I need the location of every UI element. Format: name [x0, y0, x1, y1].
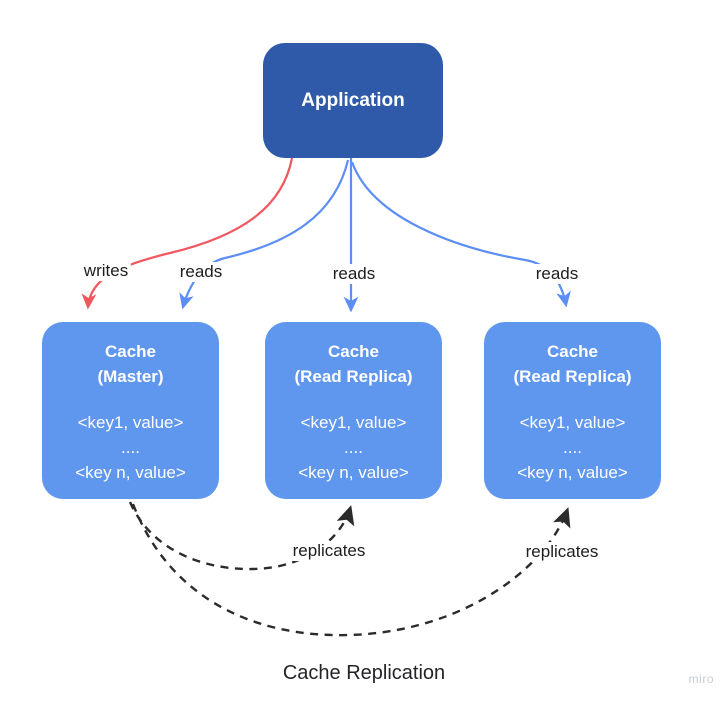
cache-entries: <key1, value> .... <key n, value> — [265, 410, 442, 485]
replicates-edge-2 — [131, 503, 571, 637]
edge-label-replicates-1: replicates — [289, 541, 369, 561]
cache-subtitle-line: (Master) — [97, 367, 164, 386]
writes-edge — [81, 157, 294, 310]
cache-subtitle-line: (Read Replica) — [294, 367, 413, 386]
cache-subtitle-line: (Read Replica) — [513, 367, 632, 386]
cache-master-node: Cache (Master) <key1, value> .... <key n… — [42, 322, 219, 499]
cache-title-line: Cache — [104, 342, 157, 361]
reads-edge-master — [179, 159, 350, 310]
cache-entry: <key1, value> — [519, 413, 626, 432]
edge-label-reads-3: reads — [532, 264, 582, 284]
cache-title: Cache (Read Replica) — [484, 339, 661, 389]
edge-label-writes: writes — [80, 261, 132, 281]
cache-title: Cache (Read Replica) — [265, 339, 442, 389]
application-label: Application — [301, 89, 405, 111]
cache-entry: <key1, value> — [300, 413, 407, 432]
edge-label-reads-2: reads — [329, 264, 379, 284]
cache-entries: <key1, value> .... <key n, value> — [42, 410, 219, 485]
cache-entries: <key1, value> .... <key n, value> — [484, 410, 661, 485]
miro-watermark: miro — [688, 672, 714, 686]
cache-entry: <key1, value> — [77, 413, 184, 432]
cache-title: Cache (Master) — [42, 339, 219, 389]
edge-label-reads-1: reads — [176, 262, 226, 282]
replicates-edge-1 — [128, 501, 355, 571]
cache-entry: <key n, value> — [298, 463, 409, 482]
cache-entry: <key n, value> — [75, 463, 186, 482]
cache-title-line: Cache — [546, 342, 599, 361]
cache-title-line: Cache — [327, 342, 380, 361]
cache-entry: .... — [344, 438, 363, 457]
cache-entry: <key n, value> — [517, 463, 628, 482]
edge-label-replicates-2: replicates — [522, 542, 602, 562]
cache-entry: .... — [563, 438, 582, 457]
application-node: Application — [263, 43, 443, 158]
cache-read-replica-1-node: Cache (Read Replica) <key1, value> .... … — [265, 322, 442, 499]
diagram-caption: Cache Replication — [282, 662, 446, 684]
cache-entry: .... — [121, 438, 140, 457]
cache-read-replica-2-node: Cache (Read Replica) <key1, value> .... … — [484, 322, 661, 499]
